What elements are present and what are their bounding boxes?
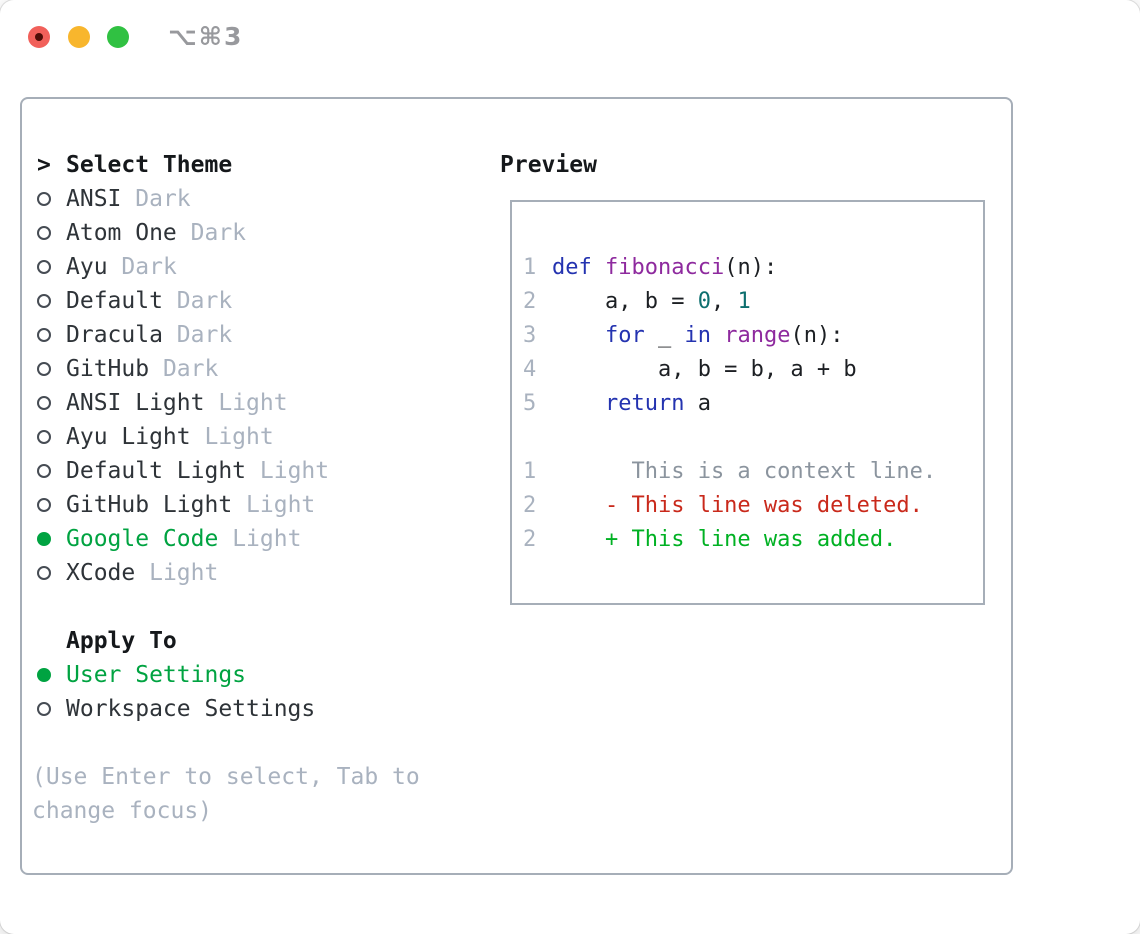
radio-unselected-icon (37, 464, 51, 478)
theme-variant-label: Dark (121, 254, 177, 280)
theme-option[interactable]: Atom One Dark (32, 216, 420, 250)
help-text-line1: (Use Enter to select, Tab to (32, 764, 420, 790)
theme-option-label: GitHub Light Light (66, 492, 316, 518)
radio-unselected-icon (37, 294, 51, 308)
theme-variant-label: Dark (190, 220, 247, 246)
preview-diff-line-context: 1 This is a context line. (523, 455, 936, 489)
zoom-button[interactable] (107, 26, 129, 48)
radio-unselected-icon (37, 328, 51, 342)
preview-title: Preview (500, 152, 597, 178)
preview-diff-line-added: 2 + This line was added. (523, 523, 936, 557)
preview-code-line: 5 return a (523, 387, 936, 421)
theme-option[interactable]: Default Dark (32, 284, 420, 318)
theme-option[interactable]: XCode Light (32, 556, 420, 590)
line-number: 4 (523, 357, 537, 382)
radio-unselected-icon (37, 702, 51, 716)
cursor-prompt-icon: > (37, 152, 51, 178)
line-number: 3 (523, 323, 537, 348)
theme-option[interactable]: Dracula Dark (32, 318, 420, 352)
apply-to-title: Apply To (66, 628, 177, 654)
select-theme-heading: > Select Theme (32, 148, 420, 182)
line-number: 2 (523, 527, 537, 552)
radio-unselected-icon (37, 430, 51, 444)
theme-option-label: ANSI Dark (66, 186, 191, 212)
radio-unselected-icon (37, 260, 51, 274)
theme-option[interactable]: ANSI Light Light (32, 386, 420, 420)
radio-unselected-icon (37, 362, 51, 376)
theme-option-label: XCode Light (66, 560, 219, 586)
apply-to-option-label: Workspace Settings (66, 696, 316, 722)
preview-code-line: 2 a, b = 0, 1 (523, 285, 936, 319)
theme-option[interactable]: GitHub Light Light (32, 488, 420, 522)
spacer (523, 421, 936, 455)
line-number: 1 (523, 459, 537, 484)
theme-variant-label: Light (204, 424, 274, 450)
spacer (32, 726, 420, 760)
theme-variant-label: Light (232, 526, 302, 552)
theme-variant-label: Light (149, 560, 219, 586)
line-number: 2 (523, 289, 537, 314)
theme-option[interactable]: Default Light Light (32, 454, 420, 488)
theme-variant-label: Light (246, 492, 316, 518)
theme-variant-label: Light (259, 458, 330, 484)
theme-variant-label: Dark (176, 322, 233, 348)
apply-to-heading: Apply To (32, 624, 420, 658)
preview-code-line: 4 a, b = b, a + b (523, 353, 936, 387)
theme-option-label: Default Light Light (66, 458, 330, 484)
spacer (32, 590, 420, 624)
line-number: 5 (523, 391, 537, 416)
radio-unselected-icon (37, 192, 51, 206)
line-number: 1 (523, 255, 537, 280)
radio-unselected-icon (37, 498, 51, 512)
theme-option-label: Dracula Dark (66, 322, 233, 348)
theme-option-label: Google Code Light (66, 526, 302, 552)
radio-unselected-icon (37, 226, 51, 240)
theme-option[interactable]: Google Code Light (32, 522, 420, 556)
theme-option-label: Ayu Dark (66, 254, 177, 280)
close-button[interactable] (28, 26, 50, 48)
radio-selected-icon (37, 532, 51, 546)
radio-selected-icon (37, 668, 51, 682)
preview-code-line: 3 for _ in range(n): (523, 319, 936, 353)
minimize-button[interactable] (67, 26, 90, 48)
radio-unselected-icon (37, 566, 51, 580)
theme-variant-label: Dark (162, 356, 219, 382)
line-number: 2 (523, 493, 537, 518)
theme-option-label: Default Dark (66, 288, 233, 314)
close-dot-icon (35, 33, 43, 41)
apply-to-option-label: User Settings (66, 662, 247, 688)
help-text-line2: change focus) (32, 798, 213, 824)
theme-option-label: Atom One Dark (66, 220, 247, 246)
theme-option-label: GitHub Dark (66, 356, 219, 382)
theme-option[interactable]: Ayu Dark (32, 250, 420, 284)
apply-to-option[interactable]: Workspace Settings (32, 692, 420, 726)
preview-diff-line-deleted: 2 - This line was deleted. (523, 489, 936, 523)
theme-variant-label: Light (218, 390, 288, 416)
window-title: ⌥⌘3 (168, 22, 244, 51)
theme-option-label: ANSI Light Light (66, 390, 288, 416)
theme-variant-label: Dark (176, 288, 233, 314)
theme-option[interactable]: GitHub Dark (32, 352, 420, 386)
theme-variant-label: Dark (135, 186, 191, 212)
select-theme-title: Select Theme (66, 152, 233, 178)
theme-option[interactable]: ANSI Dark (32, 182, 420, 216)
theme-option-label: Ayu Light Light (66, 424, 274, 450)
radio-unselected-icon (37, 396, 51, 410)
apply-to-option[interactable]: User Settings (32, 658, 420, 692)
theme-option[interactable]: Ayu Light Light (32, 420, 420, 454)
